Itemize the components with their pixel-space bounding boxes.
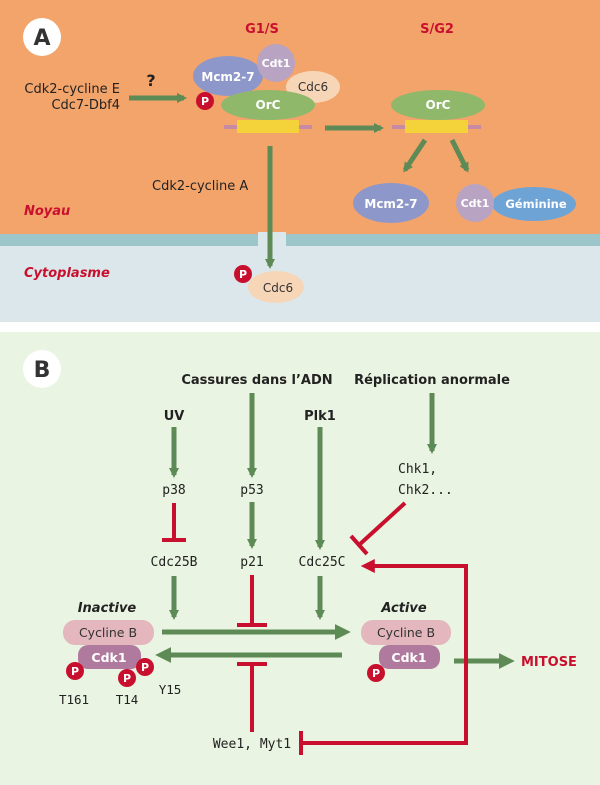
origin-dna-g1s [237,120,299,133]
phospho-t161-label: P [71,665,79,678]
p38-label: p38 [162,483,185,498]
panel-b-background [0,332,600,785]
cdc25b-label: Cdc25B [151,555,198,570]
kinase-cdk2-cycline-e: Cdk2-cycline E [24,82,120,97]
cycline-b-inactive-label: Cycline B [79,625,137,640]
mcm-sg2 [353,183,429,223]
cdk1-inactive-label: Cdk1 [91,650,126,665]
site-y15-label: Y15 [159,682,182,697]
orc-sg2-label: OrC [426,98,451,112]
panel-b-badge [23,350,61,388]
cycline-b-inactive [63,620,154,645]
mcm-sg2-label: Mcm2-7 [364,197,417,211]
phase-sg2-label: S/G2 [420,22,454,37]
phospho-mcm-marker [196,92,214,110]
kinase-cdc7-dbf4: Cdc7-Dbf4 [51,98,120,113]
nuclear-membrane [0,234,600,246]
phospho-active-label: P [372,667,380,680]
dna-flank-right-sg2 [467,125,481,129]
phospho-mcm-label: P [201,95,209,108]
plk1-label: Plk1 [304,409,336,424]
cdk1-active-label: Cdk1 [391,650,426,665]
release-mcm-arrow [402,138,428,173]
cdc25c-label: Cdc25C [299,555,346,570]
phospho-t14-marker [118,669,136,687]
cdt1-sg2 [456,184,494,222]
kinase-cdk2-cycline-a: Cdk2-cycline A [152,179,248,194]
wee1-myt1-label: Wee1, Myt1 [213,737,291,752]
release-cdt1-arrow [449,138,470,173]
orc-g1s-label: OrC [256,98,281,112]
phospho-active-marker [367,664,385,682]
chk1-label: Chk1, [398,462,437,477]
mitosis-label: MITOSE [521,655,577,670]
chk-inhibits-cdc25c-bar [349,534,369,556]
origin-dna-sg2 [405,120,468,133]
cdt1-sg2-label: Cdt1 [461,197,490,210]
p53-label: p53 [240,483,263,498]
feedback-to-cdc25c [360,559,468,661]
active-label: Active [380,601,427,616]
geminine-label: Géminine [505,197,566,211]
cdc6-cytoplasm [248,271,304,303]
phospho-cdc6-label: P [239,268,247,281]
dna-flank-left-sg2 [392,125,406,129]
chk-inhibits-cdc25c [357,501,407,547]
dna-flank-left-g1s [224,125,238,129]
orc-g1s [221,90,315,120]
site-t161-label: T161 [59,692,89,707]
cdt1-g1s [257,44,295,82]
phase-g1s-label: G1/S [245,22,279,37]
p21-label: p21 [240,555,263,570]
question-mark: ? [146,71,155,90]
phospho-y15-marker [136,658,154,676]
panel-a: A G1/S S/G2 Cdk2-cycline E Cdc7-Dbf4 ? M… [0,0,600,322]
cytoplasm-label: Cytoplasme [24,266,110,281]
geminine [492,187,576,221]
orc-sg2 [391,90,485,120]
dna-flank-right-g1s [298,125,312,129]
panel-b: B Cassures dans l’ADN Réplication anorma… [0,332,600,785]
cdc6-g1s-label: Cdc6 [298,80,328,94]
phospho-y15-label: P [141,661,149,674]
cdt1-g1s-label: Cdt1 [262,57,291,70]
phospho-t14-label: P [123,672,131,685]
feedback-inhibits-wee1 [303,661,468,745]
cdk1-inactive [78,645,141,669]
uv-label: UV [164,409,185,424]
chk2-label: Chk2... [398,483,453,498]
inactive-label: Inactive [78,601,137,616]
mcm-g1s [193,56,263,96]
dna-breaks-label: Cassures dans l’ADN [181,373,332,388]
panel-b-letter: B [34,358,51,383]
cycline-b-active-label: Cycline B [377,625,435,640]
cycline-b-active [361,620,451,645]
mcm-g1s-label: Mcm2-7 [201,70,254,84]
site-t14-label: T14 [116,692,139,707]
cdk1-active [379,645,440,669]
panel-a-letter: A [33,26,50,51]
panel-a-badge [23,18,61,56]
cdc6-cytoplasm-label: Cdc6 [263,281,293,295]
nucleus-label: Noyau [24,204,70,219]
phospho-cdc6-marker [234,265,252,283]
abnormal-replication-label: Réplication anormale [354,373,510,388]
phospho-t161-marker [66,662,84,680]
